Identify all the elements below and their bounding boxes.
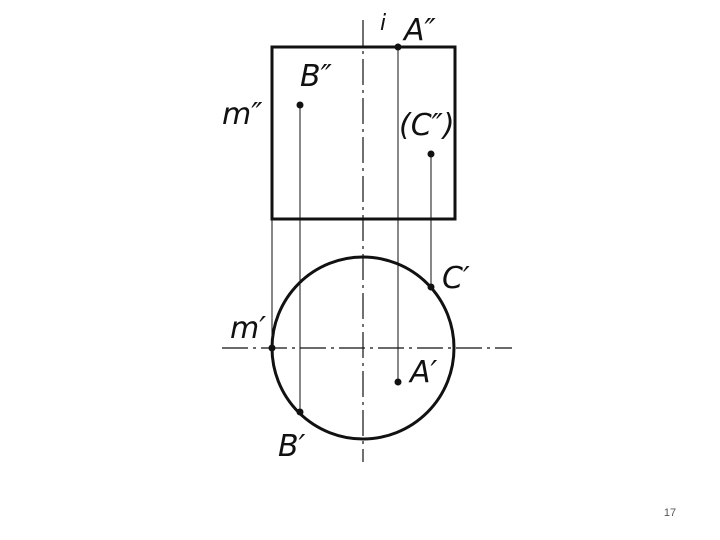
label-b-double-prime: B″ xyxy=(300,59,333,94)
point-b-front xyxy=(296,101,304,109)
point-c-top xyxy=(427,283,435,291)
front-view-square xyxy=(270,45,457,221)
label-c-double-prime: (C″) xyxy=(399,108,455,143)
label-axis-i: i xyxy=(380,11,386,36)
label-a-double-prime: A″ xyxy=(402,13,437,48)
label-a-prime: A′ xyxy=(408,355,438,390)
point-c-front xyxy=(427,150,435,158)
label-m-double-prime: m″ xyxy=(222,97,263,132)
point-a-front xyxy=(394,43,402,51)
point-m-top xyxy=(268,344,276,352)
page-number: 17 xyxy=(663,507,677,519)
label-b-prime: B′ xyxy=(278,429,306,464)
point-a-top xyxy=(394,378,402,386)
label-c-prime: C′ xyxy=(442,261,470,296)
label-m-prime: m′ xyxy=(230,311,266,346)
point-b-top xyxy=(296,408,304,416)
